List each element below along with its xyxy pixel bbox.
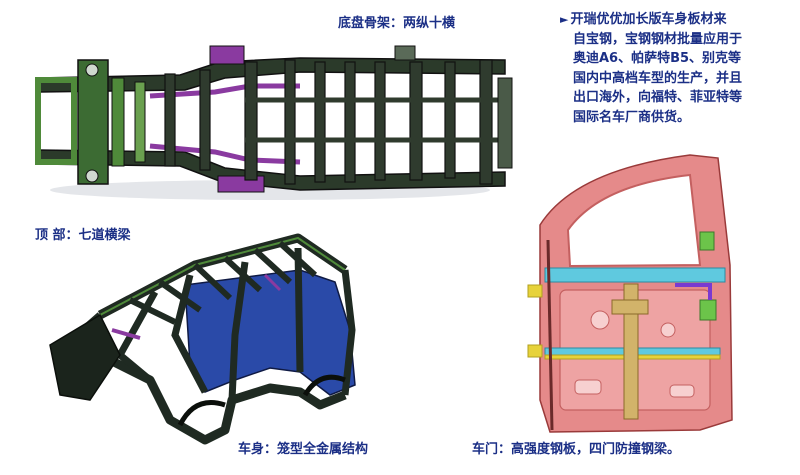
description-line-6: 国际名车厂商供货。 (573, 109, 691, 125)
chassis-frame-image (35, 45, 513, 200)
door-image (527, 154, 733, 433)
body-cage-image (49, 233, 356, 445)
description-line-3: 奥迪A6、帕萨特B5、别克等 (573, 51, 742, 66)
description-line-2: 自宝钢，宝钢钢材批量应用于 (573, 31, 743, 47)
description-text: ►开瑞优优加长版车身板材来 自宝钢，宝钢钢材批量应用于 奥迪A6、帕萨特B5、别… (560, 10, 792, 127)
triangle-right-icon: ► (560, 13, 569, 26)
description-line-5: 出口海外，向福特、菲亚特等 (573, 90, 743, 105)
roof-caption: 顶 部：七道横梁 (35, 228, 131, 243)
door-caption: 车门：高强度钢板，四门防撞钢梁。 (472, 442, 681, 457)
description-line-4: 国内中高档车型的生产，并且 (573, 70, 743, 86)
chassis-caption: 底盘骨架：两纵十横 (338, 16, 456, 31)
description-line-1: ►开瑞优优加长版车身板材来 (560, 12, 727, 27)
body-caption: 车身：笼型全金属结构 (238, 442, 369, 457)
